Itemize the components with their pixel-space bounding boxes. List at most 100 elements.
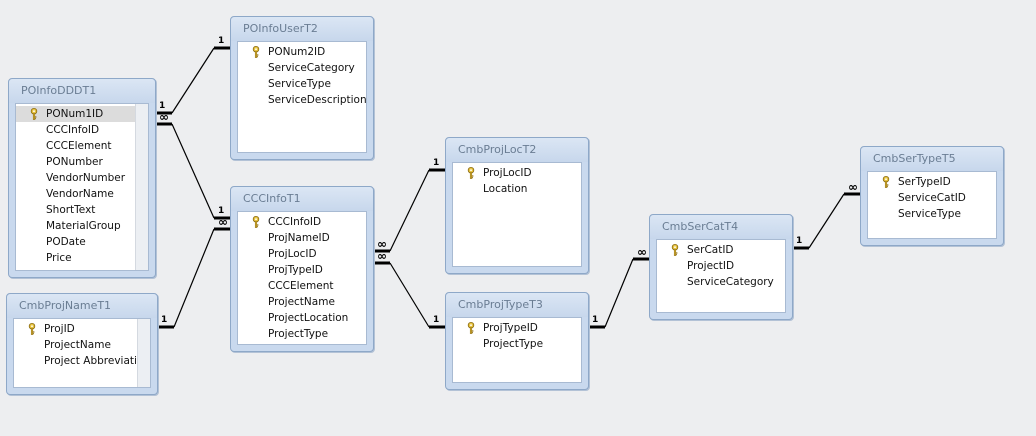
field-name: SerTypeID bbox=[898, 176, 951, 188]
field-name: PONumber bbox=[46, 156, 103, 168]
cardinality-many: ∞ bbox=[159, 110, 169, 124]
field-name: ProjectID bbox=[687, 260, 735, 272]
cardinality-many: ∞ bbox=[848, 180, 858, 194]
field-name: ServiceType bbox=[268, 78, 331, 90]
field-name: MaterialGroup bbox=[46, 220, 121, 232]
field-item[interactable]: MaterialGroup bbox=[16, 218, 148, 234]
relationship-line[interactable] bbox=[389, 262, 430, 328]
field-name: ProjNameID bbox=[268, 232, 330, 244]
field-item[interactable]: ServiceType bbox=[868, 206, 996, 222]
field-item[interactable]: ProjectName bbox=[238, 294, 366, 310]
field-item[interactable]: VendorName bbox=[16, 186, 148, 202]
field-item[interactable]: ProjectID bbox=[657, 258, 785, 274]
field-item[interactable]: ServiceCategory bbox=[657, 274, 785, 290]
primary-key-field[interactable]: SerCatID bbox=[657, 242, 785, 258]
field-item[interactable]: PONumber bbox=[16, 154, 148, 170]
field-name: ProjectLocation bbox=[268, 312, 349, 324]
field-item[interactable]: CCCElement bbox=[238, 278, 366, 294]
field-item[interactable]: ProjLocID bbox=[238, 246, 366, 262]
field-item[interactable]: ServiceType bbox=[238, 76, 366, 92]
field-item[interactable]: CCCElement bbox=[16, 138, 148, 154]
field-name: PONum1ID bbox=[46, 108, 104, 120]
primary-key-field[interactable]: SerTypeID bbox=[868, 174, 996, 190]
field-item[interactable]: Price bbox=[16, 250, 148, 266]
primary-key-icon bbox=[882, 176, 890, 188]
primary-key-field[interactable]: PONum2ID bbox=[238, 44, 366, 60]
field-name: CCCInfoID bbox=[46, 124, 100, 136]
primary-key-field[interactable]: ProjLocID bbox=[453, 165, 581, 181]
cardinality-one: 1 bbox=[433, 158, 440, 168]
field-item[interactable]: ServiceCategory bbox=[238, 60, 366, 76]
table-title[interactable]: CmbSerCatT4 bbox=[650, 215, 792, 239]
relationship-line[interactable] bbox=[604, 258, 634, 328]
primary-key-icon bbox=[30, 108, 38, 120]
field-item[interactable]: CCCInfoID bbox=[16, 122, 148, 138]
primary-key-icon bbox=[252, 46, 260, 58]
field-name: SerCatID bbox=[687, 244, 734, 256]
field-name: CCCInfoID bbox=[268, 216, 322, 228]
field-list[interactable]: ProjLocID Location bbox=[452, 162, 582, 267]
table-title[interactable]: POInfoUserT2 bbox=[231, 17, 373, 41]
relationship-line[interactable] bbox=[173, 228, 215, 328]
field-item[interactable]: ServiceCatID bbox=[868, 190, 996, 206]
field-item[interactable]: ProjectName bbox=[14, 337, 150, 353]
field-name: ServiceDescription bbox=[268, 94, 367, 106]
vertical-scrollbar[interactable] bbox=[137, 319, 150, 387]
table-title[interactable]: POInfoDDDT1 bbox=[9, 79, 155, 103]
primary-key-field[interactable]: CCCInfoID bbox=[238, 214, 366, 230]
cardinality-many: ∞ bbox=[218, 215, 228, 229]
field-item[interactable]: VendorNumber bbox=[16, 170, 148, 186]
field-item[interactable]: ShortText bbox=[16, 202, 148, 218]
table-title[interactable]: CmbSerTypeT5 bbox=[861, 147, 1003, 171]
table-title[interactable]: CCCInfoT1 bbox=[231, 187, 373, 211]
relationship-line[interactable] bbox=[171, 47, 215, 114]
table-title[interactable]: CmbProjTypeT3 bbox=[446, 293, 588, 317]
field-item[interactable]: Location bbox=[453, 181, 581, 197]
field-item[interactable]: ServiceDescription bbox=[238, 92, 366, 108]
field-item[interactable]: ProjNameID bbox=[238, 230, 366, 246]
field-item[interactable]: ProjTypeID bbox=[238, 262, 366, 278]
primary-key-icon bbox=[467, 322, 475, 334]
field-name: ProjLocID bbox=[483, 167, 532, 179]
cardinality-one: 1 bbox=[592, 315, 599, 325]
vertical-scrollbar[interactable] bbox=[135, 104, 148, 270]
primary-key-field[interactable]: PONum1ID bbox=[16, 106, 148, 122]
field-item[interactable]: ProjectType bbox=[238, 326, 366, 342]
relationship-line[interactable] bbox=[171, 123, 215, 219]
relationship-line[interactable] bbox=[389, 169, 430, 252]
cardinality-one: 1 bbox=[433, 315, 440, 325]
field-item[interactable]: PODate bbox=[16, 234, 148, 250]
table-title[interactable]: CmbProjNameT1 bbox=[7, 294, 157, 318]
field-list[interactable]: SerCatID ProjectID ServiceCategory bbox=[656, 239, 786, 313]
field-item[interactable]: ProjectType bbox=[453, 336, 581, 352]
primary-key-field[interactable]: ProjID bbox=[14, 321, 150, 337]
relationship-line[interactable] bbox=[808, 193, 845, 249]
field-item[interactable]: ProjectLocation bbox=[238, 310, 366, 326]
field-name: VendorName bbox=[46, 188, 114, 200]
field-name: ProjTypeID bbox=[268, 264, 323, 276]
cardinality-one: 1 bbox=[161, 315, 168, 325]
primary-key-icon bbox=[467, 167, 475, 179]
table-title[interactable]: CmbProjLocT2 bbox=[446, 138, 588, 162]
field-name: CCCElement bbox=[46, 140, 112, 152]
field-name: ServiceType bbox=[898, 208, 961, 220]
field-item[interactable]: Project Abbreviation bbox=[14, 353, 150, 369]
field-list[interactable]: SerTypeID ServiceCatID ServiceType bbox=[867, 171, 997, 239]
field-name: ServiceCatID bbox=[898, 192, 966, 204]
field-list[interactable]: CCCInfoID ProjNameID ProjLocID ProjTypeID CC… bbox=[237, 211, 367, 345]
primary-key-field[interactable]: ProjTypeID bbox=[453, 320, 581, 336]
